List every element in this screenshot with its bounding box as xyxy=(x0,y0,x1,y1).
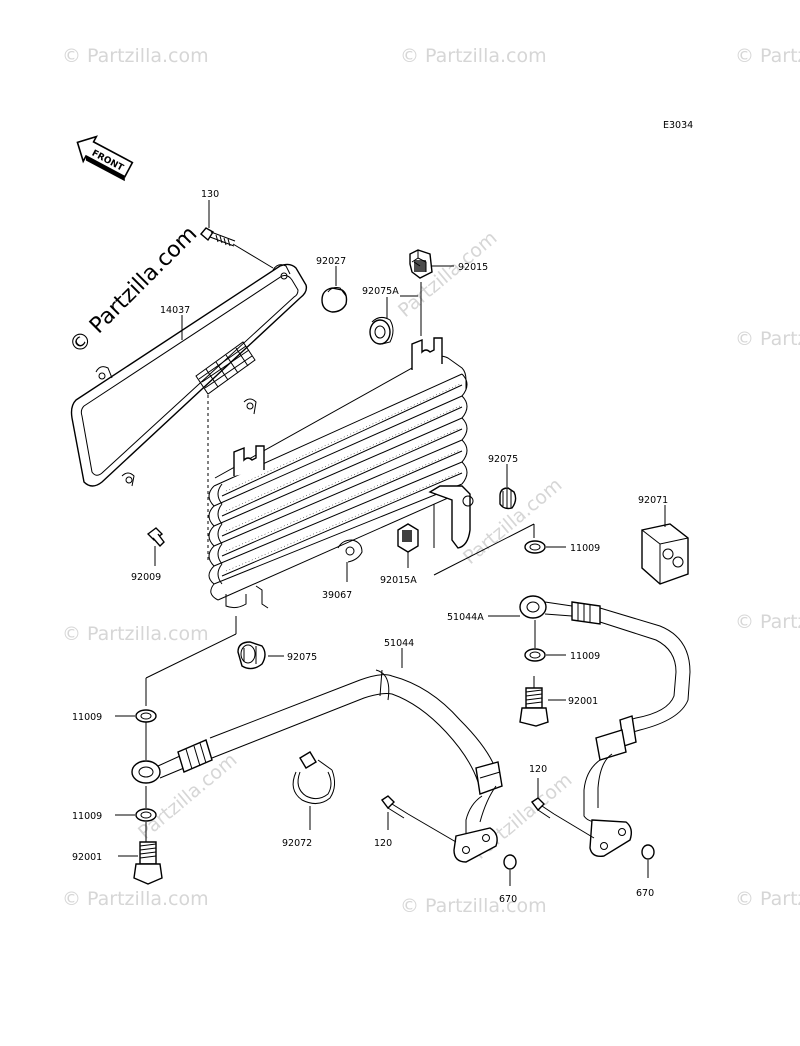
label-51044: 51044 xyxy=(384,638,414,649)
watermark-6: © Partzilla.com xyxy=(735,611,800,633)
watermark-4: © Partzilla.com xyxy=(735,328,800,350)
bolt-92009 xyxy=(146,527,165,566)
label-120-middle: 120 xyxy=(374,838,392,849)
label-92072: 92072 xyxy=(282,838,312,849)
label-51044A: 51044A xyxy=(447,612,484,623)
pipe-51044 xyxy=(131,648,503,863)
banjo-bolt-92001-left xyxy=(118,841,163,885)
watermark-1: © Partzilla.com xyxy=(62,45,209,67)
o-ring-670-right xyxy=(641,844,655,878)
pipe-51044A xyxy=(488,595,691,858)
label-92075-upper: 92075 xyxy=(488,454,518,465)
part-labels: 130 14037 92027 92015 92075A 92075 92071… xyxy=(72,189,668,905)
oil-cooler-39067 xyxy=(145,282,535,706)
watermark-8: © Partzilla.com xyxy=(400,895,547,917)
label-92075-middle: 92075 xyxy=(287,652,317,663)
part-92027 xyxy=(321,266,348,313)
label-39067: 39067 xyxy=(322,590,352,601)
label-11009-d: 11009 xyxy=(72,811,102,822)
label-120-right: 120 xyxy=(529,764,547,775)
o-ring-670-middle xyxy=(503,854,517,886)
band-92072 xyxy=(292,751,336,830)
label-92075A: 92075A xyxy=(362,286,399,297)
label-92009: 92009 xyxy=(131,572,161,583)
watermarks: © Partzilla.com © Partzilla.com © Partzi… xyxy=(62,45,800,917)
label-11009-b: 11009 xyxy=(570,651,600,662)
watermark-7: © Partzilla.com xyxy=(62,888,209,910)
washer-11009-b xyxy=(524,620,566,662)
watermark-3: © Partzilla.com xyxy=(735,45,800,67)
bolt-130 xyxy=(200,200,274,269)
diagram-code: E3034 xyxy=(663,120,693,131)
watermark-5: © Partzilla.com xyxy=(62,623,209,645)
bolt-120-right xyxy=(530,778,595,839)
grommet-92075-upper xyxy=(499,464,517,510)
label-92027: 92027 xyxy=(316,256,346,267)
washer-11009-d xyxy=(115,786,157,842)
watermark-diag-4: Partzilla.com xyxy=(459,474,566,569)
label-92001-left: 92001 xyxy=(72,852,102,863)
label-92015A: 92015A xyxy=(380,575,417,586)
washer-11009-c xyxy=(115,709,157,760)
label-14037: 14037 xyxy=(160,305,190,316)
label-130: 130 xyxy=(201,189,219,200)
clip-92015A xyxy=(397,523,419,568)
label-11009-c: 11009 xyxy=(72,712,102,723)
watermark-diag-1: Partzilla.com xyxy=(394,227,501,322)
label-92071: 92071 xyxy=(638,495,668,506)
banjo-bolt-92001-right xyxy=(519,676,566,727)
bolt-120-middle xyxy=(380,795,457,843)
label-92001-right: 92001 xyxy=(568,696,598,707)
label-670-right: 670 xyxy=(636,888,654,899)
grommet-92075-middle xyxy=(237,641,284,670)
grommet-92075A xyxy=(369,297,394,345)
part-92071 xyxy=(641,505,689,585)
label-670-middle: 670 xyxy=(499,894,517,905)
washer-11009-a xyxy=(524,540,566,554)
clip-92015 xyxy=(409,249,454,279)
label-11009-a: 11009 xyxy=(570,543,600,554)
bracket-14037 xyxy=(70,263,308,487)
front-arrow: FRONT xyxy=(76,135,134,182)
watermark-9: © Partzilla.com xyxy=(735,888,800,910)
watermark-2: © Partzilla.com xyxy=(400,45,547,67)
label-92015: 92015 xyxy=(458,262,488,273)
